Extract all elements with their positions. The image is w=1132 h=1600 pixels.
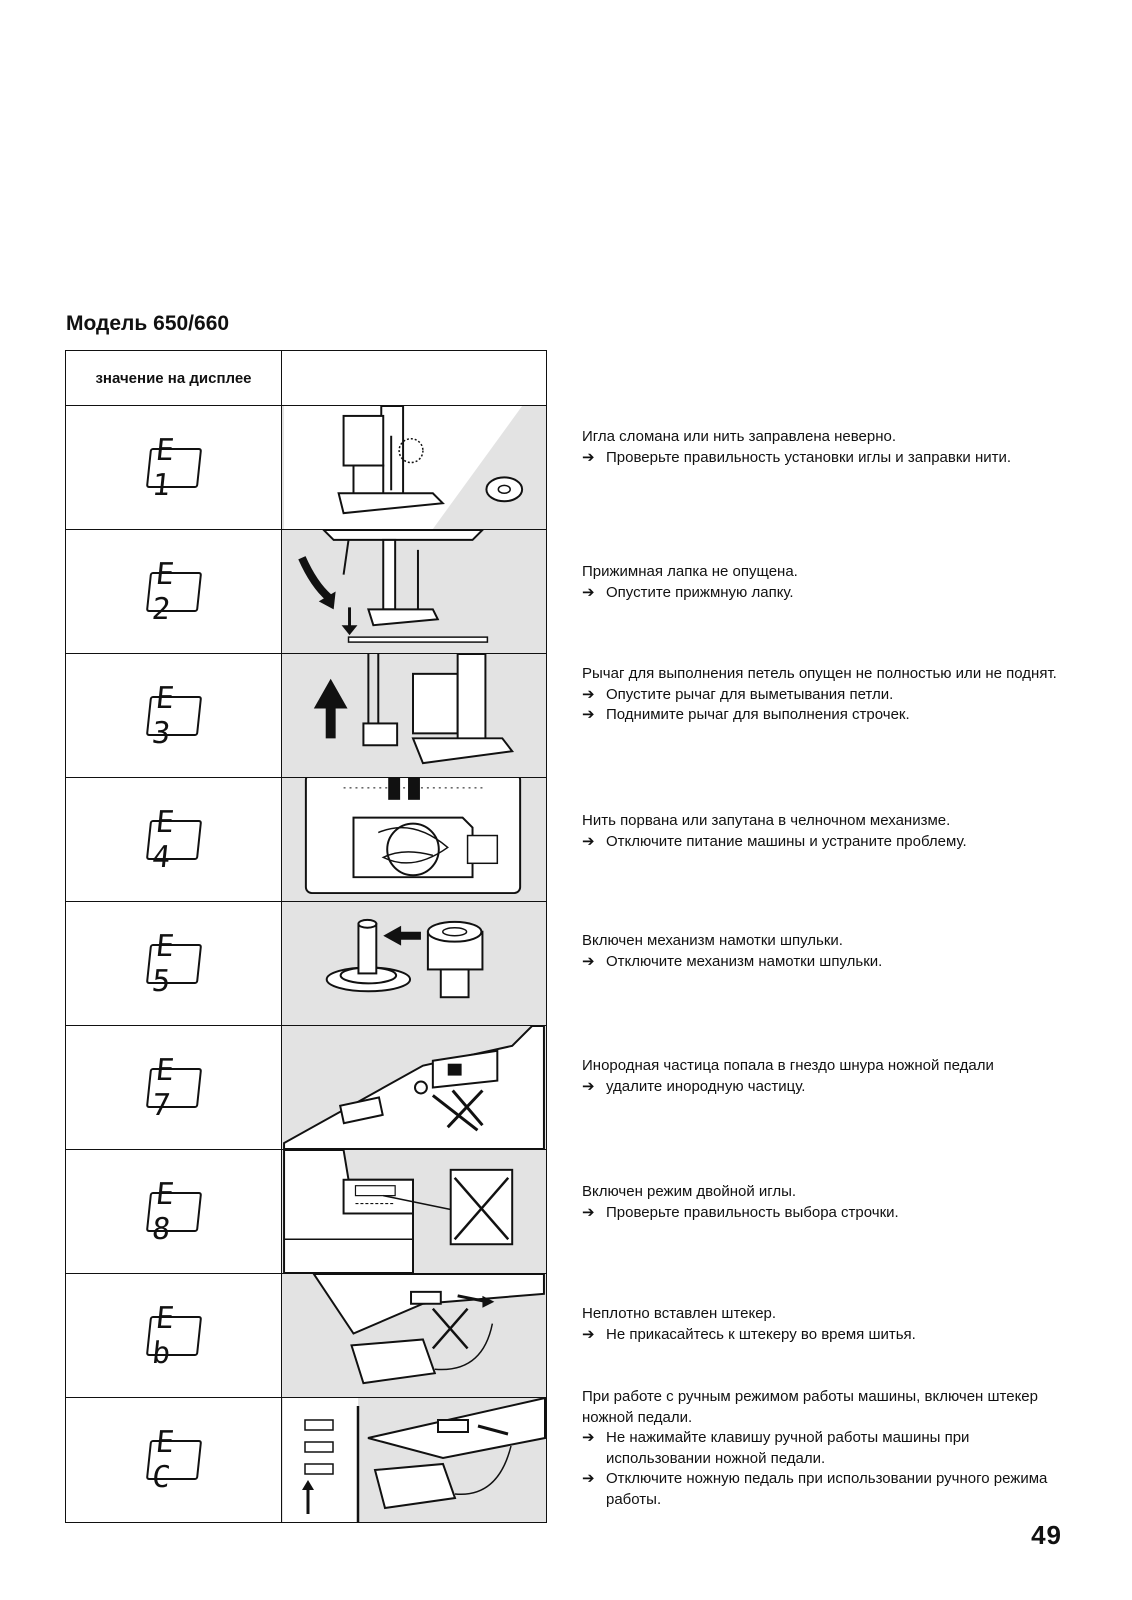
- foot-pedal-plug-illustration: [312, 1274, 545, 1385]
- error-cause: Инородная частица попала в гнездо шнура …: [582, 1057, 994, 1074]
- table-row: E b: [66, 1274, 546, 1398]
- lcd-display: E 1: [145, 433, 202, 503]
- right-arrow-icon: ➔: [582, 685, 595, 703]
- display-cell: E 8: [66, 1150, 282, 1273]
- row-description: Включен режим двойной иглы. ➔Проверьте п…: [582, 1182, 1072, 1223]
- lcd-display: E b: [145, 1301, 202, 1371]
- manual-mode-illustration: [283, 1398, 546, 1522]
- lcd-display: E 8: [145, 1177, 202, 1247]
- error-cause: Рычаг для выполнения петель опущен не по…: [582, 665, 1057, 682]
- row-description: Игла сломана или нить заправлена неверно…: [582, 427, 1072, 468]
- error-cause: Неплотно вставлен штекер.: [582, 1305, 777, 1322]
- illustration-cell: [282, 1274, 546, 1397]
- display-cell: E 4: [66, 778, 282, 901]
- display-cell: E 7: [66, 1026, 282, 1149]
- page-title: Модель 650/660: [66, 312, 230, 335]
- lcd-display: E C: [145, 1425, 202, 1495]
- bobbin-area-illustration: [304, 778, 522, 895]
- error-action: ➔Проверьте правильность установки иглы и…: [582, 448, 1072, 469]
- illustration-cell: [282, 1150, 546, 1273]
- error-action: ➔Опустите прижмную лапку.: [582, 583, 1072, 604]
- lcd-display: E 3: [145, 681, 202, 751]
- error-cause: Включен режим двойной иглы.: [582, 1183, 797, 1200]
- row-description: Прижимная лапка не опущена. ➔Опустите пр…: [582, 562, 1072, 603]
- table-row: E 2: [66, 530, 546, 654]
- display-cell: E 5: [66, 902, 282, 1025]
- error-action: ➔удалите инородную частицу.: [582, 1077, 1072, 1098]
- illustration-cell: [282, 406, 546, 529]
- right-arrow-icon: ➔: [582, 448, 595, 466]
- needle-broken-illustration: [284, 406, 524, 529]
- row-description: При работе с ручным режимом работы машин…: [582, 1387, 1072, 1510]
- right-arrow-icon: ➔: [582, 1077, 595, 1095]
- error-cause: Включен механизм намотки шпульки.: [582, 932, 843, 949]
- table-row: E 7: [66, 1026, 546, 1150]
- error-cause: При работе с ручным режимом работы машин…: [582, 1388, 1038, 1426]
- display-cell: E b: [66, 1274, 282, 1397]
- right-arrow-icon: ➔: [582, 1470, 595, 1487]
- illustration-cell: [282, 654, 546, 777]
- display-cell: E C: [66, 1398, 282, 1522]
- illustration-cell: [282, 1026, 546, 1149]
- error-cause: Игла сломана или нить заправлена неверно…: [582, 428, 897, 445]
- presser-foot-illustration: [298, 530, 489, 643]
- right-arrow-icon: ➔: [582, 706, 595, 723]
- error-action: ➔Проверьте правильность выбора строчки.: [582, 1203, 1072, 1224]
- right-arrow-icon: ➔: [582, 583, 595, 601]
- right-arrow-icon: ➔: [582, 952, 595, 970]
- lcd-display: E 7: [145, 1053, 202, 1123]
- table-row: E 1: [66, 406, 546, 530]
- bobbin-winder-illustration: [325, 918, 484, 999]
- row-description: Рычаг для выполнения петель опущен не по…: [582, 664, 1072, 726]
- foot-pedal-socket-illustration: [283, 1026, 545, 1149]
- error-action: ➔Отключите ножную педаль при использован…: [582, 1470, 1048, 1508]
- lcd-display: E 4: [145, 805, 202, 875]
- row-description: Нить порвана или запутана в челночном ме…: [582, 811, 1072, 852]
- table-header: значение на дисплее: [66, 351, 546, 406]
- right-arrow-icon: ➔: [582, 1203, 595, 1221]
- lcd-display: E 5: [145, 929, 202, 999]
- row-description: Инородная частица попала в гнездо шнура …: [582, 1056, 1072, 1097]
- display-cell: E 3: [66, 654, 282, 777]
- row-description: Неплотно вставлен штекер. ➔Не прикасайте…: [582, 1304, 1072, 1345]
- error-action: ➔Поднимите рычаг для выполнения строчек.: [582, 705, 1072, 726]
- error-action: ➔Не прикасайтесь к штекеру во время шить…: [582, 1325, 1072, 1346]
- table-row: E C: [66, 1398, 546, 1522]
- right-arrow-icon: ➔: [582, 1325, 595, 1343]
- buttonhole-lever-illustration: [313, 654, 515, 765]
- error-cause: Нить порвана или запутана в челночном ме…: [582, 812, 951, 829]
- header-image-cell: [282, 351, 546, 405]
- error-action: ➔Не нажимайте клавишу ручной работы маши…: [582, 1429, 970, 1467]
- illustration-cell: [282, 778, 546, 901]
- twin-needle-panel-illustration: [283, 1150, 514, 1273]
- display-cell: E 2: [66, 530, 282, 653]
- table-row: E 8: [66, 1150, 546, 1274]
- illustration-cell: [282, 902, 546, 1025]
- illustration-cell: [282, 530, 546, 653]
- table-row: E 3: [66, 654, 546, 778]
- display-cell: E 1: [66, 406, 282, 529]
- table-row: E 4: [66, 778, 546, 902]
- page-number: 49: [1031, 1520, 1062, 1550]
- error-action: ➔Отключите питание машины и устраните пр…: [582, 832, 1072, 853]
- error-action: ➔Отключите механизм намотки шпульки.: [582, 952, 1072, 973]
- error-action: ➔Опустите рычаг для выметывания петли.: [582, 685, 1072, 706]
- row-description: Включен механизм намотки шпульки. ➔Отклю…: [582, 931, 1072, 972]
- illustration-cell: [282, 1398, 546, 1522]
- error-cause: Прижимная лапка не опущена.: [582, 563, 798, 580]
- error-code-table: значение на дисплее E 1 E 2: [65, 350, 547, 1523]
- table-row: E 5: [66, 902, 546, 1026]
- lcd-display: E 2: [145, 557, 202, 627]
- right-arrow-icon: ➔: [582, 832, 595, 850]
- right-arrow-icon: ➔: [582, 1429, 595, 1446]
- header-display-cell: значение на дисплее: [66, 351, 282, 405]
